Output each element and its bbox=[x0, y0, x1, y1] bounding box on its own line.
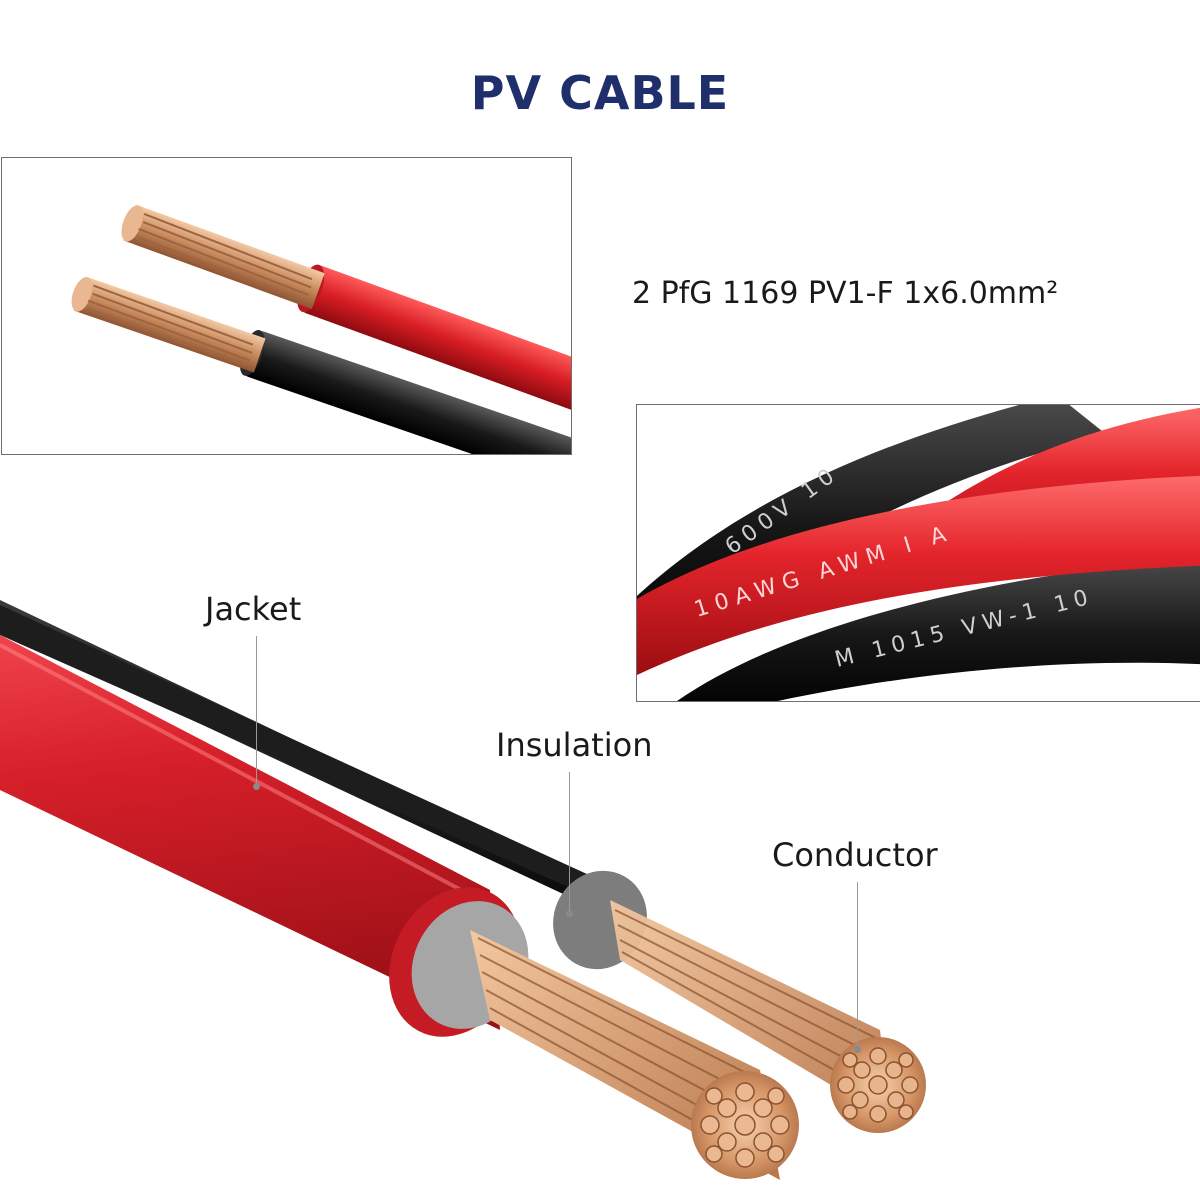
cable-cross-section-illustration bbox=[0, 560, 1200, 1200]
jacket-leader-line bbox=[256, 636, 257, 786]
insulation-leader-line bbox=[569, 772, 570, 912]
conductor-marker-dot bbox=[854, 1046, 861, 1053]
conductor-leader-line bbox=[857, 882, 858, 1048]
insulation-marker-dot bbox=[566, 910, 573, 917]
jacket-label: Jacket bbox=[205, 590, 302, 628]
cable-closeup-photo: 600V 10 M 1015 VW-1 10 10AWG AWM I A bbox=[636, 404, 1200, 702]
conductor-label: Conductor bbox=[772, 836, 938, 874]
insulation-label: Insulation bbox=[496, 726, 653, 764]
jacket-marker-dot bbox=[253, 783, 260, 790]
stripped-wires-photo bbox=[1, 157, 572, 455]
cable-spec-text: 2 PfG 1169 PV1-F 1x6.0mm² bbox=[632, 276, 1059, 311]
page-title: PV CABLE bbox=[470, 66, 730, 120]
